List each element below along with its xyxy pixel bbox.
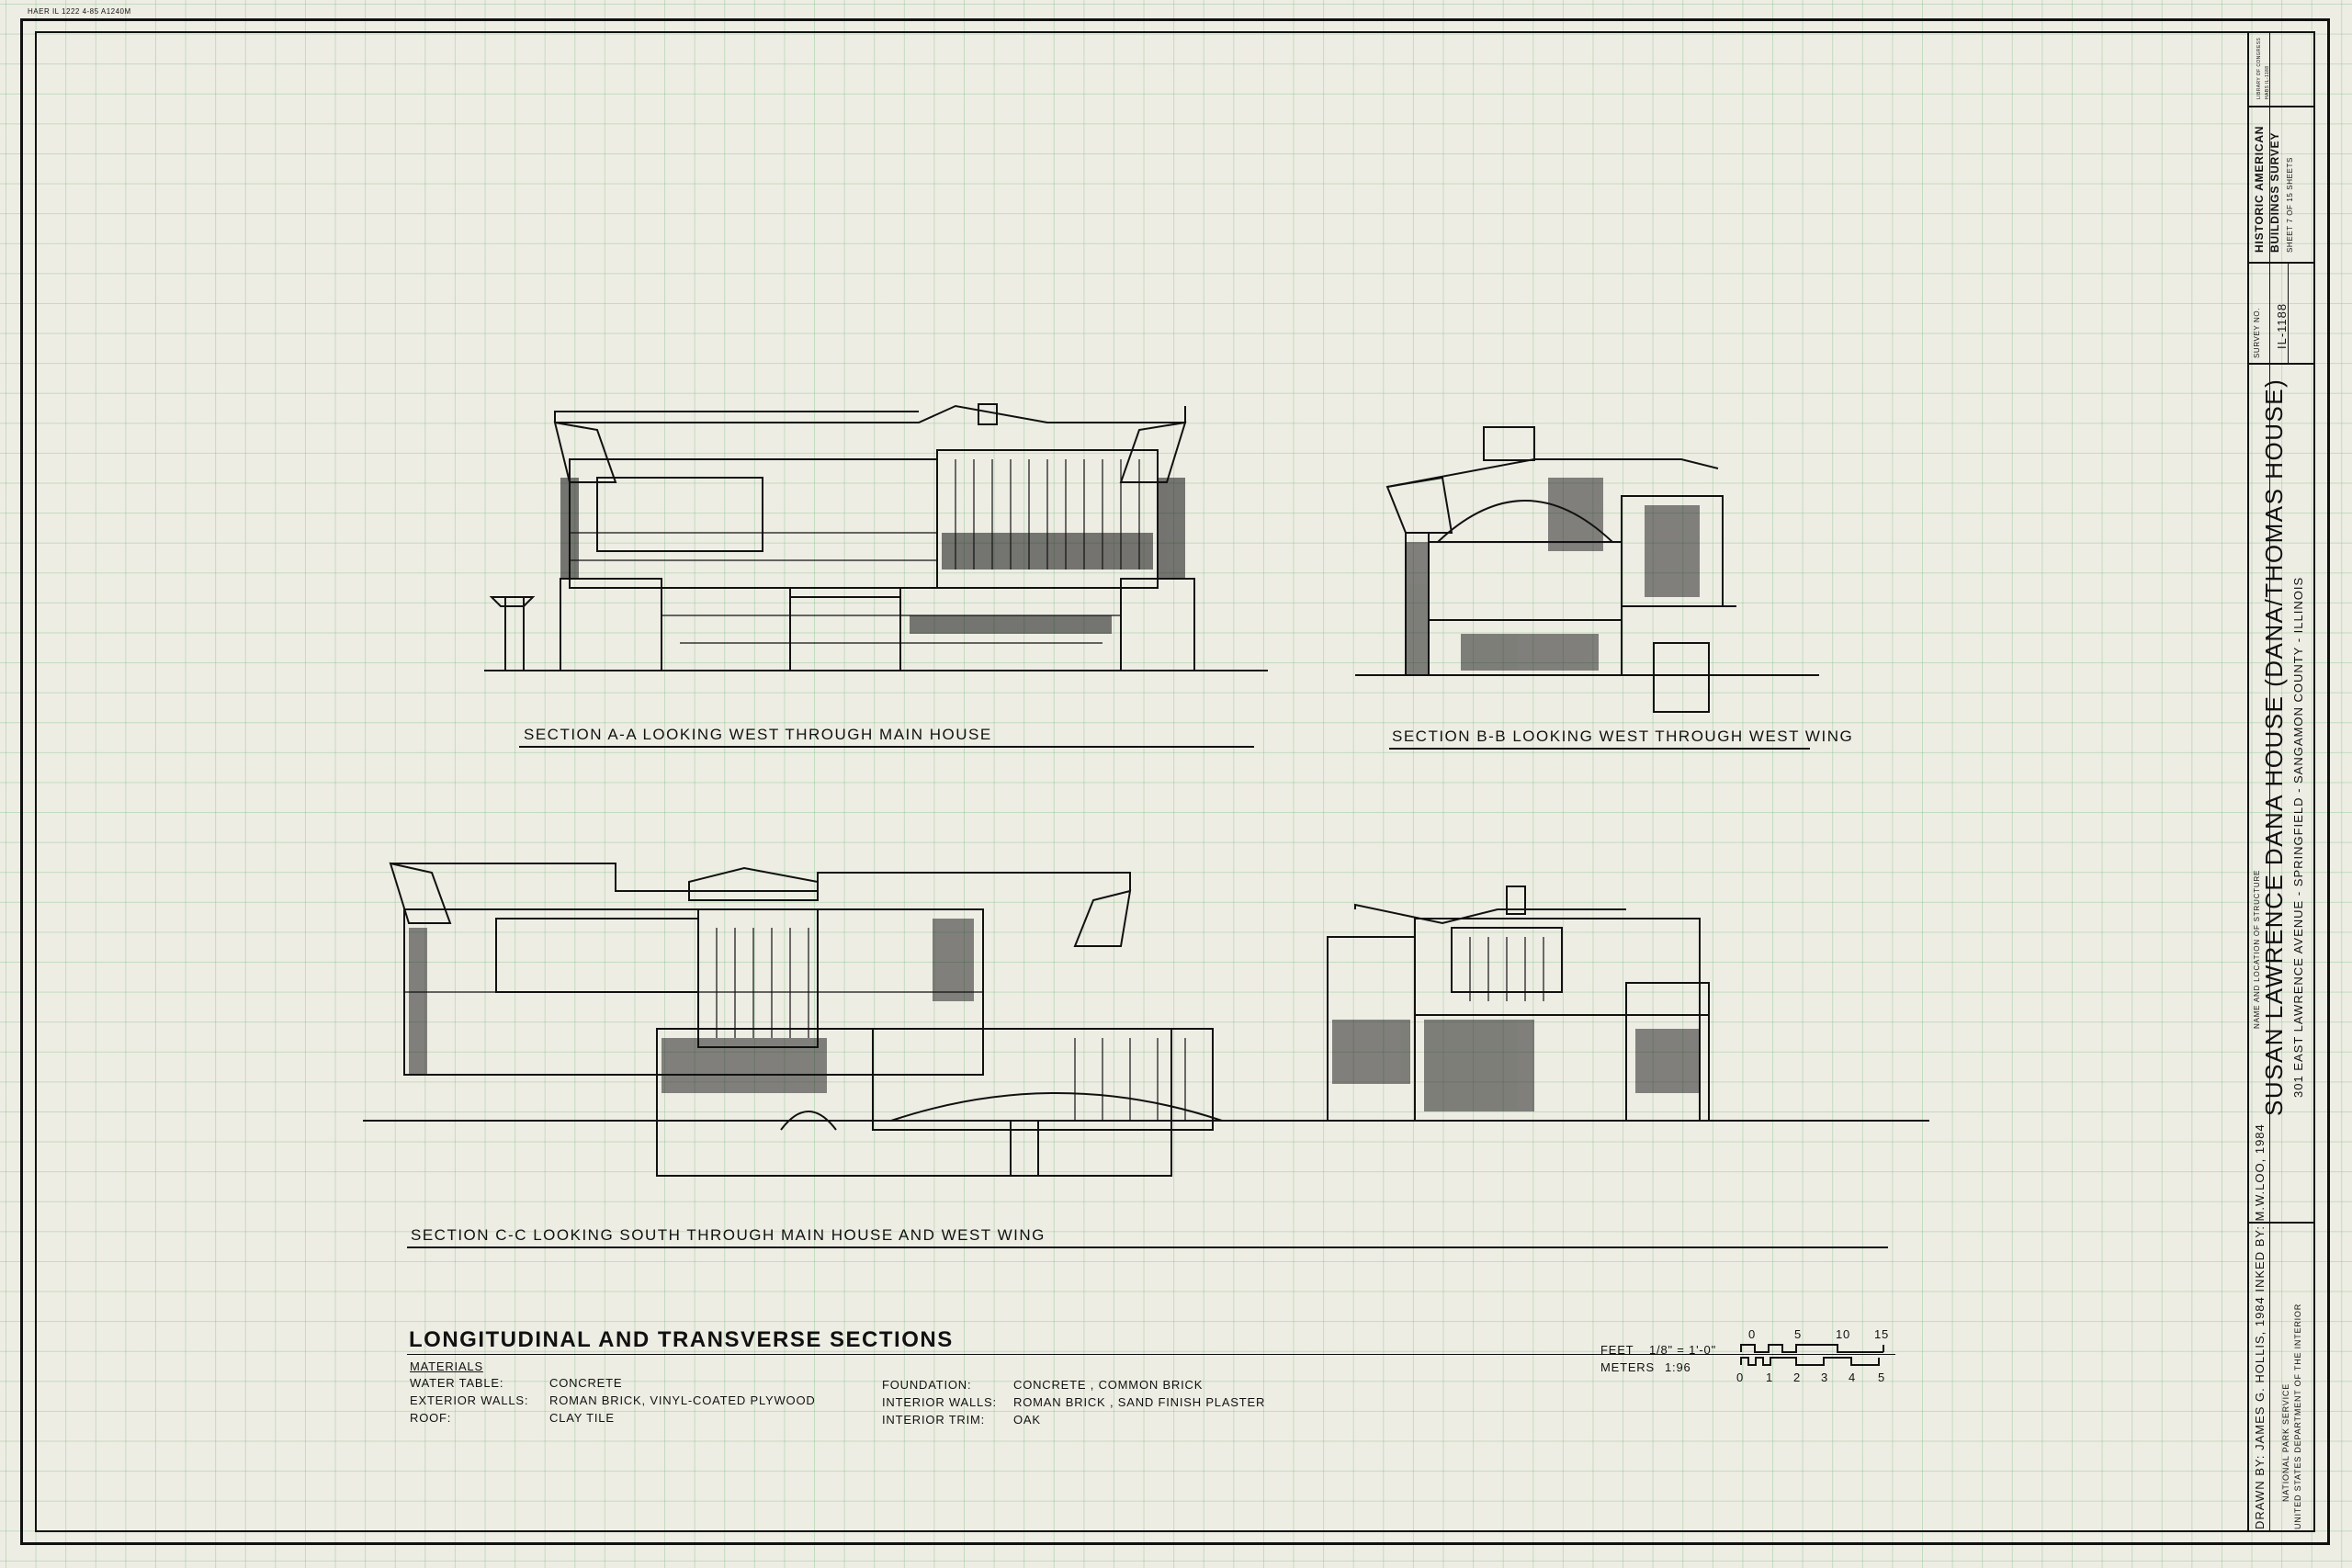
scale-meter-tick: 0 xyxy=(1736,1371,1745,1384)
section-b-b-caption: SECTION B-B LOOKING WEST THROUGH WEST WI… xyxy=(1392,728,1854,745)
graphic-scale-bar xyxy=(1740,1344,1884,1366)
materials-heading: MATERIALS xyxy=(410,1359,483,1373)
copyright-line2: HABS IL-1188 xyxy=(2265,65,2270,99)
section-c-c-caption: SECTION C-C LOOKING SOUTH THROUGH MAIN H… xyxy=(411,1226,1046,1244)
scale-meter-tick: 3 xyxy=(1821,1371,1829,1384)
section-a-a-drawing xyxy=(484,403,1268,671)
title-block-rule xyxy=(2247,106,2315,107)
agency-line2: UNITED STATES DEPARTMENT OF THE INTERIOR xyxy=(2293,1303,2302,1529)
material-value: CONCRETE , COMMON BRICK xyxy=(1013,1378,1204,1392)
section-b-b-drawing xyxy=(1355,426,1819,713)
sheet-inner-border xyxy=(35,31,2315,1532)
section-b-b-underline xyxy=(1389,748,1810,750)
habs-line1: HISTORIC AMERICAN xyxy=(2253,125,2266,253)
section-c-c-underline xyxy=(407,1247,1888,1248)
title-block-rule xyxy=(2247,262,2315,264)
material-value: CLAY TILE xyxy=(549,1411,615,1425)
scale-meter-tick: 4 xyxy=(1849,1371,1857,1384)
sheet-outer-border xyxy=(20,18,2330,1545)
material-label: FOUNDATION: xyxy=(882,1378,972,1392)
scale-meter-tick: 5 xyxy=(1878,1371,1886,1384)
section-c-c-drawing xyxy=(363,862,1929,1177)
agency-line1: NATIONAL PARK SERVICE xyxy=(2281,1383,2290,1502)
material-value: CONCRETE xyxy=(549,1376,623,1390)
material-value: ROMAN BRICK , SAND FINISH PLASTER xyxy=(1013,1395,1266,1409)
title-rule xyxy=(407,1354,1895,1355)
scale-meter-tick: 2 xyxy=(1793,1371,1802,1384)
drawn-by: DRAWN BY: JAMES G. HOLLIS, 1984 INKED BY… xyxy=(2253,1123,2267,1529)
material-label: EXTERIOR WALLS: xyxy=(410,1393,529,1407)
survey-label: SURVEY NO. xyxy=(2253,307,2261,358)
corner-code: HAER IL 1222 4-85 A1240M xyxy=(28,7,131,16)
scale-feet-tick: 0 xyxy=(1748,1327,1757,1341)
habs-line2: BUILDINGS SURVEY xyxy=(2268,131,2281,253)
scale-feet-tick: 15 xyxy=(1874,1327,1890,1341)
scale-feet-ratio: 1/8" = 1'-0" xyxy=(1649,1343,1716,1357)
material-label: ROOF: xyxy=(410,1411,452,1425)
scale-feet-tick: 5 xyxy=(1794,1327,1803,1341)
scale-meter-tick: 1 xyxy=(1766,1371,1774,1384)
scale-feet-label: FEET xyxy=(1600,1343,1634,1357)
title-block-rule xyxy=(2247,1222,2315,1224)
material-label: INTERIOR WALLS: xyxy=(882,1395,997,1409)
copyright-line1: LIBRARY OF CONGRESS xyxy=(2256,37,2262,99)
scale-meters-ratio: 1:96 xyxy=(1665,1360,1691,1374)
section-a-a-underline xyxy=(519,746,1254,748)
material-value: ROMAN BRICK, VINYL-COATED PLYWOOD xyxy=(549,1393,816,1407)
scale-feet-tick: 10 xyxy=(1836,1327,1851,1341)
title-block-rule xyxy=(2247,363,2315,365)
material-value: OAK xyxy=(1013,1413,1041,1427)
scale-meters-label: METERS xyxy=(1600,1360,1655,1374)
material-label: WATER TABLE: xyxy=(410,1376,504,1390)
survey-number: IL-1188 xyxy=(2275,302,2289,349)
title-block-divider xyxy=(2269,31,2270,1532)
material-label: INTERIOR TRIM: xyxy=(882,1413,986,1427)
address: 301 EAST LAWRENCE AVENUE - SPRINGFIELD -… xyxy=(2291,576,2305,1098)
sheet-title: LONGITUDINAL AND TRANSVERSE SECTIONS xyxy=(409,1327,954,1352)
sheet-number: SHEET 7 OF 15 SHEETS xyxy=(2286,157,2294,253)
section-a-a-caption: SECTION A-A LOOKING WEST THROUGH MAIN HO… xyxy=(524,726,992,743)
title-block-rule xyxy=(2288,262,2289,363)
title-block-border xyxy=(2247,31,2249,1532)
structure-name: SUSAN LAWRENCE DANA HOUSE (DANA/THOMAS H… xyxy=(2260,378,2288,1116)
